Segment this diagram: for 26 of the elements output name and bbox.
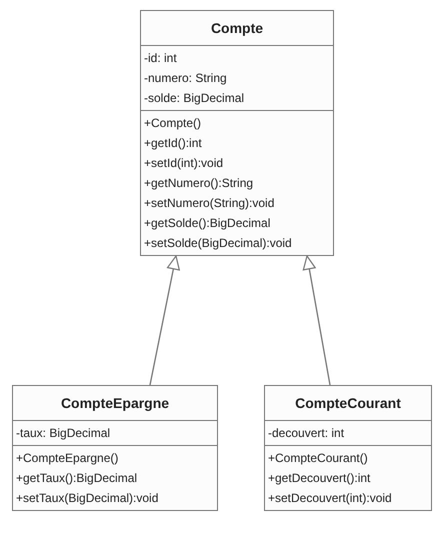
method-text: +getTaux():BigDecimal xyxy=(16,470,138,487)
method-text: +getId():int xyxy=(144,135,202,152)
inheritance-arrow xyxy=(302,255,331,386)
class-name: CompteCourant xyxy=(295,394,401,412)
attribute-text: -solde: BigDecimal xyxy=(144,90,244,107)
inheritance-arrow xyxy=(149,255,180,386)
method-text: +getDecouvert():int xyxy=(268,470,370,487)
attribute-text: -taux: BigDecimal xyxy=(16,425,110,442)
method-text: +setDecouvert(int):void xyxy=(268,490,392,507)
method-text: +CompteEpargne() xyxy=(16,450,118,467)
class-box xyxy=(264,385,432,511)
method-text: +getSolde():BigDecimal xyxy=(144,215,270,232)
method-text: +setTaux(BigDecimal):void xyxy=(16,490,158,507)
attribute-text: -numero: String xyxy=(144,70,227,87)
class-box xyxy=(140,10,334,256)
class-name: CompteEpargne xyxy=(60,394,170,412)
attribute-text: -decouvert: int xyxy=(268,425,344,442)
method-text: +setNumero(String):void xyxy=(144,195,274,212)
method-text: +setId(int):void xyxy=(144,155,224,172)
class-box xyxy=(12,385,218,511)
method-text: +CompteCourant() xyxy=(268,450,368,467)
method-text: +Compte() xyxy=(144,115,202,132)
method-text: +getNumero():String xyxy=(144,175,254,192)
attribute-text: -id: int xyxy=(144,50,177,67)
method-text: +setSolde(BigDecimal):void xyxy=(144,235,292,252)
class-name: Compte xyxy=(210,19,264,37)
